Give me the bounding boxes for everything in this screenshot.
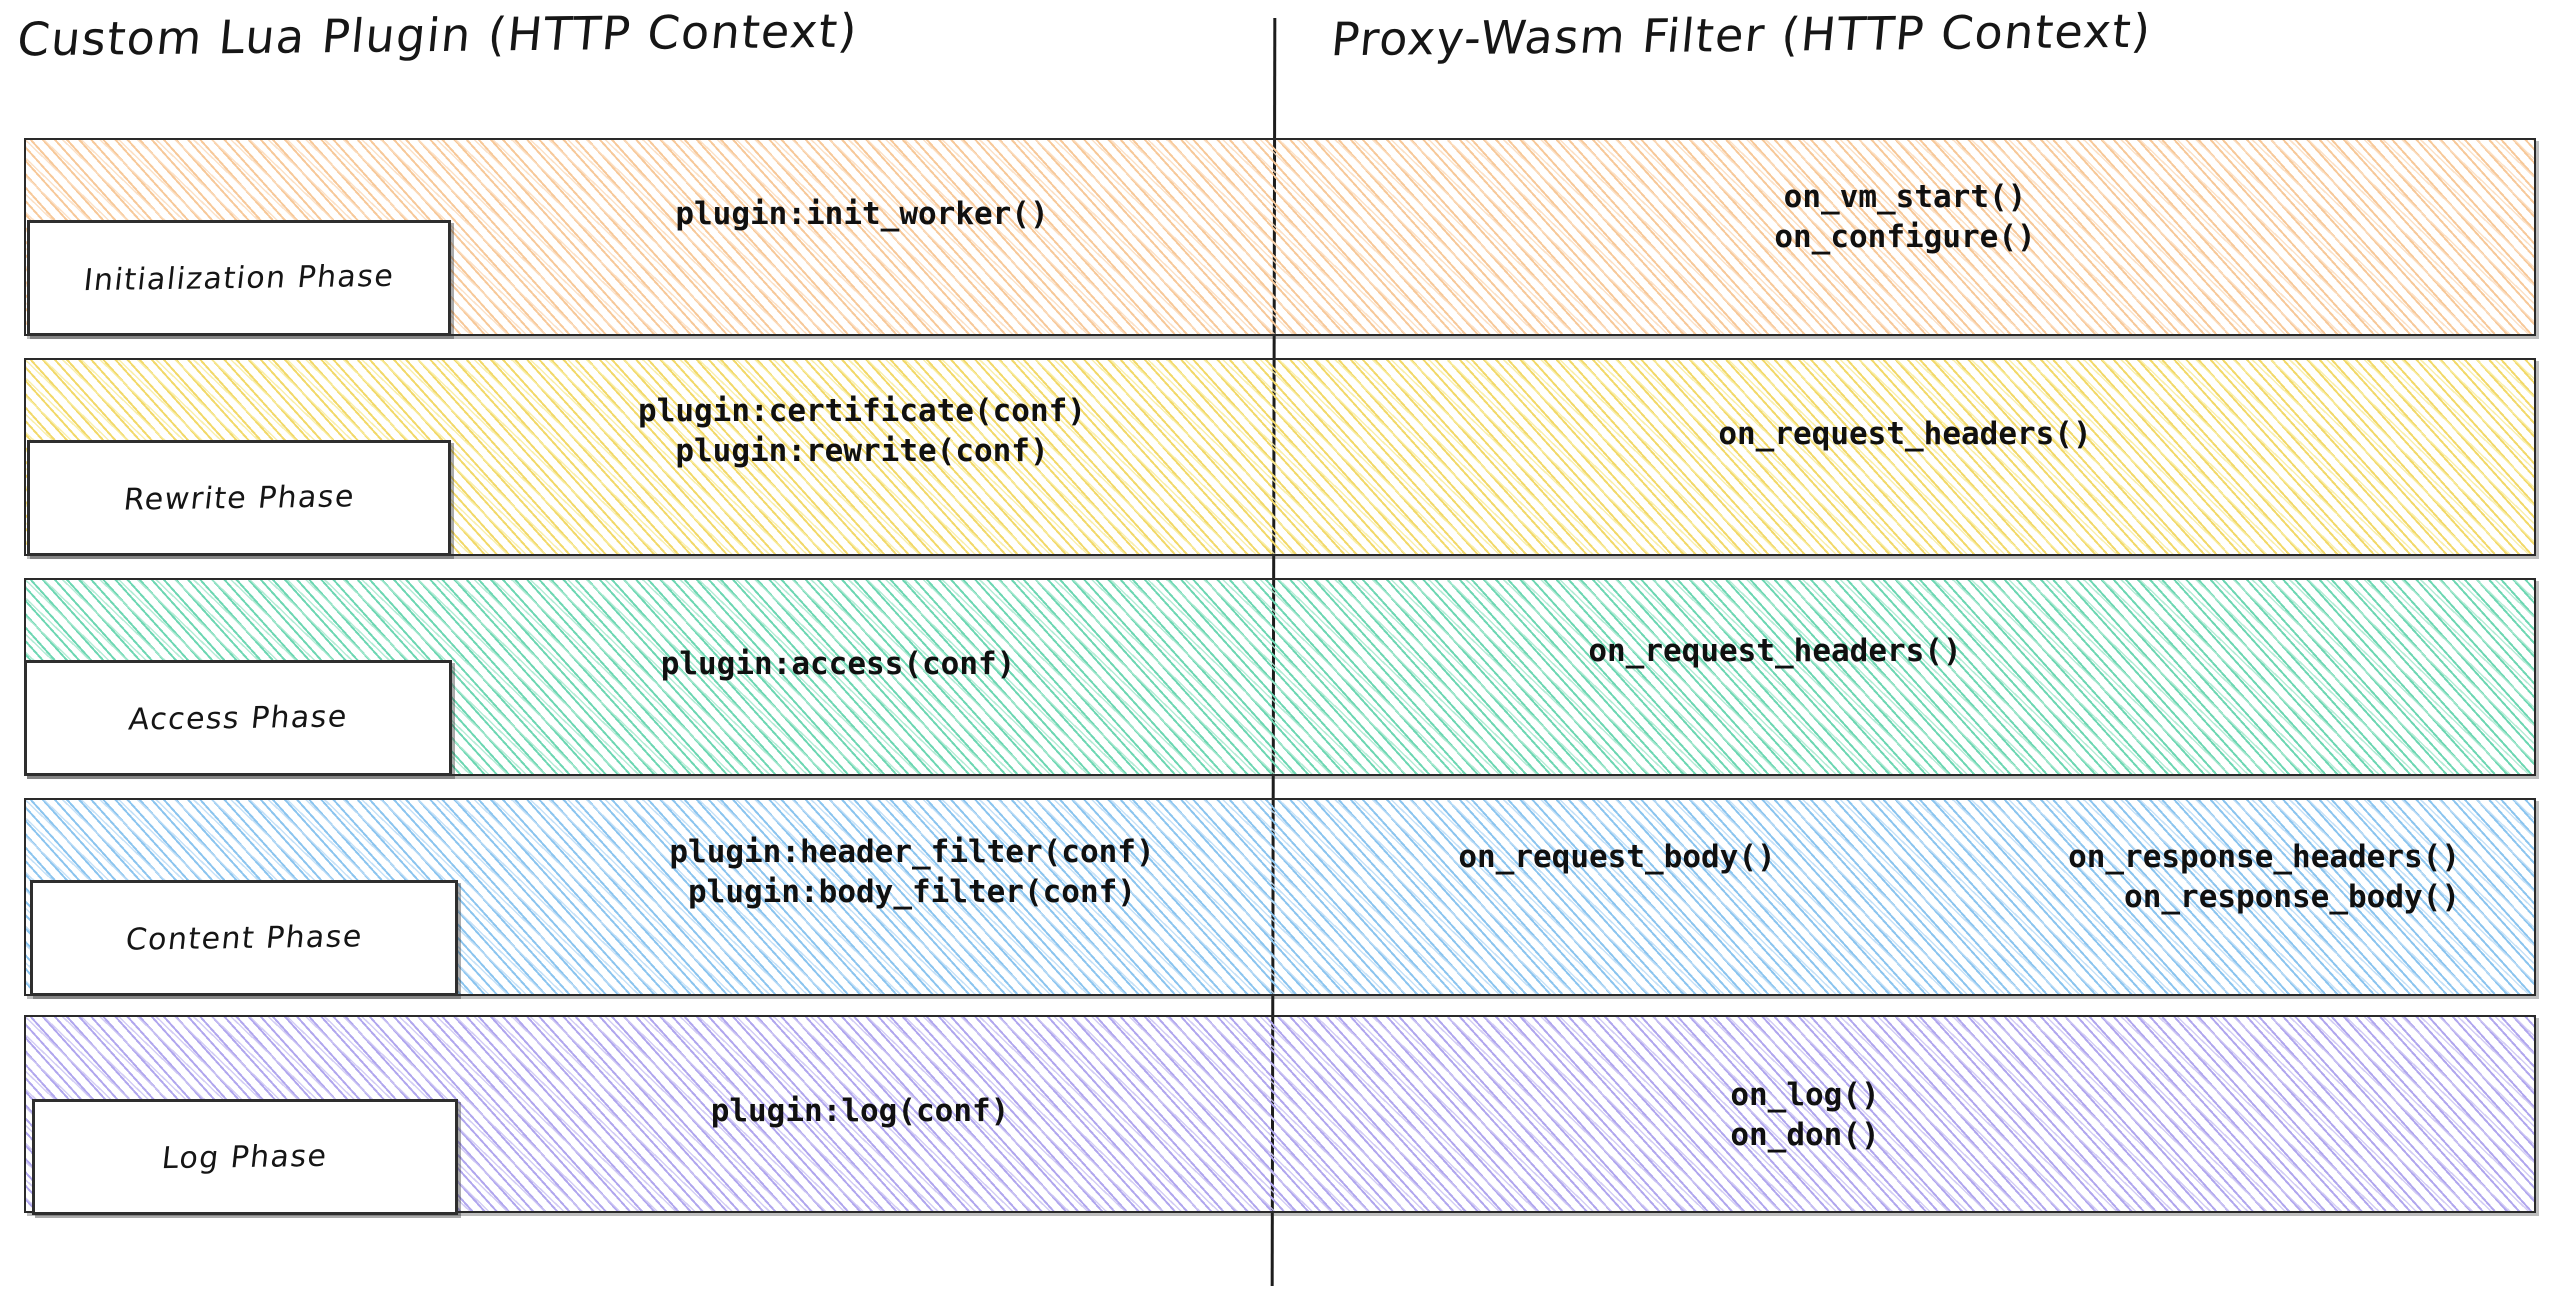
- phase-label-box-log[interactable]: Log Phase: [32, 1099, 458, 1215]
- phase-label-box-access[interactable]: Access Phase: [24, 660, 452, 776]
- phase-label-box-rewrite[interactable]: Rewrite Phase: [27, 440, 451, 556]
- lua-hooks-rewrite: plugin:certificate(conf) plugin:rewrite(…: [638, 393, 1086, 469]
- wasm-hooks-secondary-content: on_response_headers() on_response_body(): [2068, 839, 2460, 915]
- lua-hooks-access: plugin:access(conf): [660, 646, 1016, 682]
- phase-label-box-initialization[interactable]: Initialization Phase: [27, 220, 451, 336]
- phase-label-text-content: Content Phase: [123, 918, 365, 958]
- phase-label-text-access: Access Phase: [126, 698, 350, 738]
- lua-hooks-initialization: plugin:init_worker(): [675, 196, 1049, 232]
- wasm-hooks-log: on_log() on_don(): [1730, 1077, 1880, 1153]
- left-column-title: Custom Lua Plugin (HTTP Context): [15, 3, 861, 67]
- wasm-hooks-content: on_request_body(): [1458, 839, 1776, 875]
- wasm-hooks-initialization: on_vm_start() on_configure(): [1774, 179, 2036, 255]
- phase-label-text-log: Log Phase: [160, 1138, 330, 1176]
- phase-label-text-initialization: Initialization Phase: [81, 258, 397, 298]
- phase-label-box-content[interactable]: Content Phase: [30, 880, 458, 996]
- right-column-title: Proxy-Wasm Filter (HTTP Context): [1329, 3, 2155, 67]
- lua-hooks-log: plugin:log(conf): [710, 1093, 1010, 1129]
- lua-hooks-content: plugin:header_filter(conf) plugin:body_f…: [669, 834, 1155, 910]
- wasm-hooks-rewrite: on_request_headers(): [1718, 416, 2092, 452]
- phase-label-text-rewrite: Rewrite Phase: [121, 478, 357, 518]
- wasm-hooks-access: on_request_headers(): [1588, 633, 1962, 669]
